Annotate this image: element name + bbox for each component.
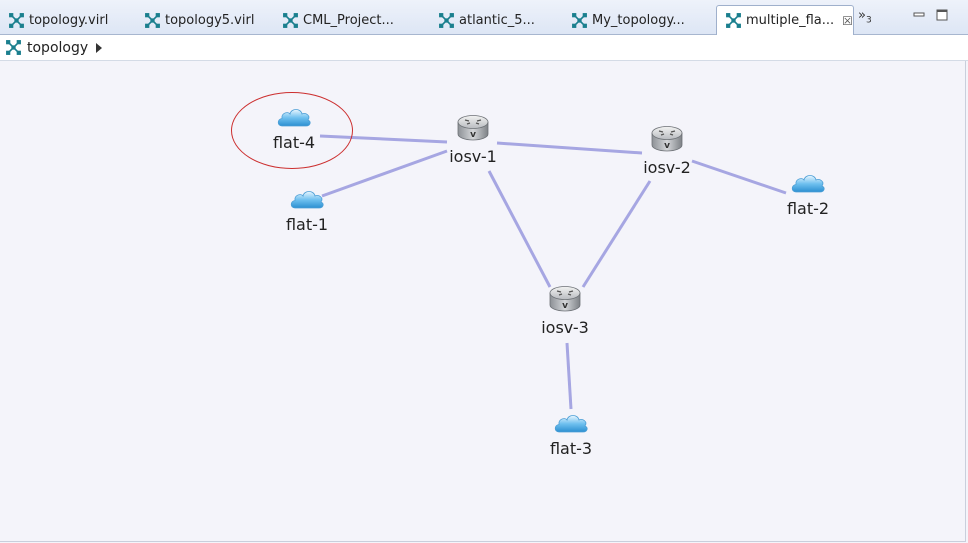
link-iosv-2-iosv-3[interactable]	[581, 180, 652, 288]
link-iosv-1-iosv-2[interactable]	[496, 141, 643, 155]
topology-icon	[725, 12, 742, 29]
node-iosv-1[interactable]: iosv-1	[438, 113, 508, 166]
minimize-icon[interactable]	[912, 8, 926, 22]
editor-tab-bar: topology.virl topology5.virl CML_Project…	[0, 0, 968, 35]
topology-icon	[5, 39, 22, 56]
tab-overflow-button[interactable]: »3	[858, 8, 872, 26]
tab-label: topology5.virl	[165, 13, 255, 28]
tab-label: multiple_fla...	[746, 13, 835, 28]
link-iosv-2-flat-2[interactable]	[691, 159, 787, 195]
tab-cml-project[interactable]: CML_Project...	[274, 7, 430, 34]
breadcrumb-item-topology[interactable]: topology	[27, 39, 89, 56]
maximize-icon[interactable]	[935, 8, 949, 22]
cloud-icon	[790, 171, 826, 195]
node-flat-1[interactable]: flat-1	[272, 187, 342, 234]
node-iosv-2[interactable]: iosv-2	[632, 124, 702, 177]
topology-canvas[interactable]: flat-4 flat-1 flat-2 flat-3 iosv-1 iosv-…	[0, 61, 966, 542]
node-iosv-3[interactable]: iosv-3	[530, 284, 600, 337]
topology-icon	[8, 12, 25, 29]
node-label: iosv-3	[541, 318, 589, 337]
router-icon	[650, 124, 684, 154]
link-iosv-3-flat-3[interactable]	[565, 342, 573, 410]
tab-topology-virl[interactable]: topology.virl	[0, 7, 136, 34]
tab-atlantic-5[interactable]: atlantic_5...	[430, 7, 563, 34]
node-label: flat-4	[272, 133, 316, 152]
breadcrumb-arrow-icon[interactable]	[96, 42, 103, 53]
cloud-icon	[289, 187, 325, 211]
tab-label: CML_Project...	[303, 13, 394, 28]
overflow-chevron-icon: »	[858, 8, 866, 23]
breadcrumb: topology	[0, 35, 968, 61]
tab-my-topology[interactable]: My_topology...	[563, 7, 715, 34]
link-iosv-1-iosv-3[interactable]	[487, 170, 552, 288]
router-icon	[548, 284, 582, 314]
topology-icon	[144, 12, 161, 29]
node-label: flat-1	[285, 215, 329, 234]
cloud-icon	[276, 105, 312, 129]
cloud-icon	[553, 411, 589, 435]
tab-label: My_topology...	[592, 13, 685, 28]
topology-icon	[438, 12, 455, 29]
topology-icon	[282, 12, 299, 29]
selection-ring	[231, 92, 353, 169]
node-label: iosv-1	[449, 147, 497, 166]
node-label: flat-2	[786, 199, 830, 218]
router-icon	[456, 113, 490, 143]
tab-topology5-virl[interactable]: topology5.virl	[136, 7, 274, 34]
node-label: iosv-2	[643, 158, 691, 177]
links-layer	[319, 134, 787, 410]
tab-label: topology.virl	[29, 13, 109, 28]
node-flat-4[interactable]: flat-4	[259, 105, 329, 152]
overflow-count: 3	[865, 15, 872, 26]
topology-icon	[571, 12, 588, 29]
node-flat-2[interactable]: flat-2	[773, 171, 843, 218]
close-tab-icon[interactable]: ☒	[842, 13, 853, 28]
node-label: flat-3	[549, 439, 593, 458]
node-flat-3[interactable]: flat-3	[536, 411, 606, 458]
link-flat-1-iosv-1[interactable]	[321, 149, 448, 198]
tab-multiple-flat[interactable]: multiple_fla... ☒	[716, 5, 854, 35]
tab-label: atlantic_5...	[459, 13, 535, 28]
